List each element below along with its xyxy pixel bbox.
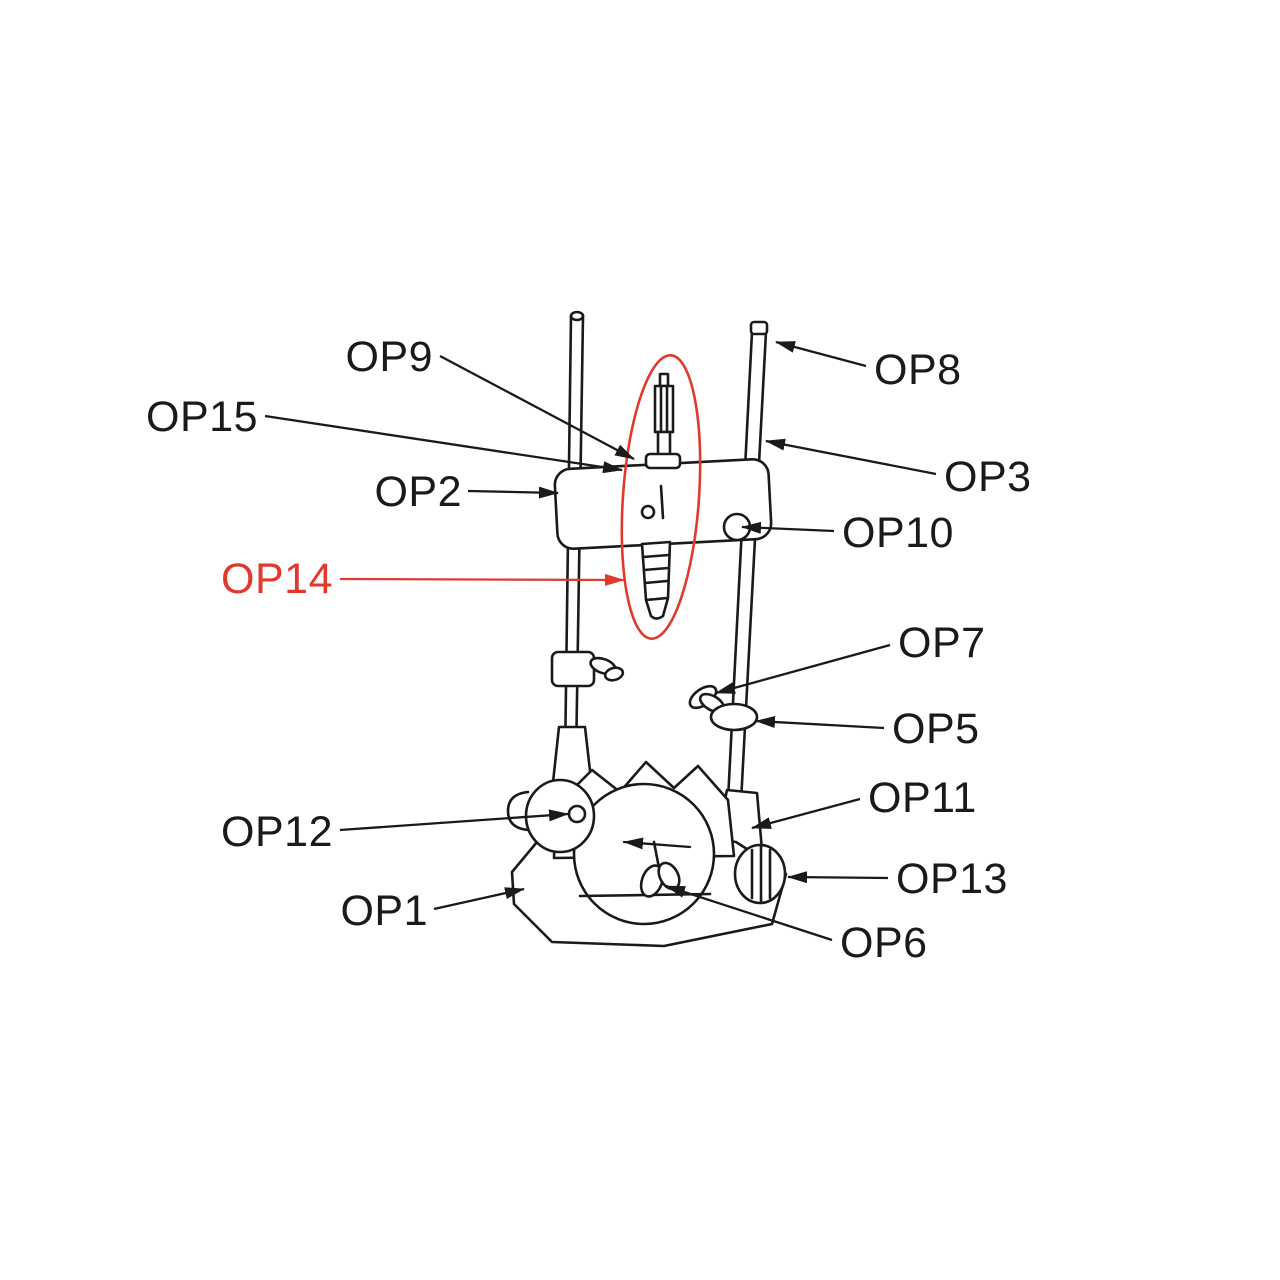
- pivot-boss: [506, 778, 596, 854]
- leader-op11: [751, 797, 861, 830]
- leader-op12: [339, 809, 569, 832]
- carriage-slot: [659, 484, 665, 520]
- label-op10: OP10: [842, 509, 954, 557]
- leader-op10: [741, 521, 835, 534]
- pivot-hole: [567, 804, 587, 824]
- label-op7: OP7: [898, 619, 986, 667]
- leader-op7: [715, 643, 891, 695]
- leader-op6: [665, 884, 833, 942]
- leader-op2: [467, 486, 559, 499]
- leader-op5: [755, 716, 885, 730]
- leader-op13: [787, 871, 889, 884]
- part-labels: OP9 OP15 OP2 OP14 OP12 OP1 OP8 OP3 OP10 …: [146, 333, 1032, 967]
- label-op14: OP14: [221, 555, 333, 603]
- label-op8: OP8: [874, 346, 962, 394]
- drill-carriage-block: [553, 457, 773, 551]
- chuck: [640, 540, 672, 620]
- leader-op9: [439, 354, 635, 461]
- hex-shank-bit: [644, 372, 682, 470]
- label-op1: OP1: [340, 887, 428, 935]
- label-op11: OP11: [868, 774, 977, 822]
- drill-stand-drawing: [506, 310, 788, 948]
- label-op13: OP13: [896, 855, 1008, 903]
- width-indicator-arrow: [622, 837, 692, 850]
- label-op9: OP9: [345, 333, 433, 381]
- carriage-hole-small: [640, 504, 656, 520]
- label-op2: OP2: [374, 468, 462, 516]
- leader-op8: [775, 340, 867, 368]
- label-op15: OP15: [146, 393, 258, 441]
- highlight-ellipse: [620, 354, 702, 640]
- clamp-knob: [733, 843, 787, 905]
- leader-lines: [264, 340, 937, 942]
- leader-op1: [433, 887, 525, 911]
- leader-op14: [339, 573, 625, 586]
- label-op5: OP5: [892, 705, 980, 753]
- label-op12: OP12: [221, 808, 333, 856]
- left-rod-clamp: [550, 650, 625, 688]
- label-op3: OP3: [944, 453, 1032, 501]
- leader-op15: [264, 414, 623, 474]
- leader-op3: [765, 438, 937, 476]
- v-block-arch-opening: [572, 782, 716, 926]
- bit-holder-collar: [644, 452, 682, 470]
- rod-end-cap: [749, 320, 769, 336]
- label-op6: OP6: [840, 919, 928, 967]
- chuck-tip: [644, 596, 670, 620]
